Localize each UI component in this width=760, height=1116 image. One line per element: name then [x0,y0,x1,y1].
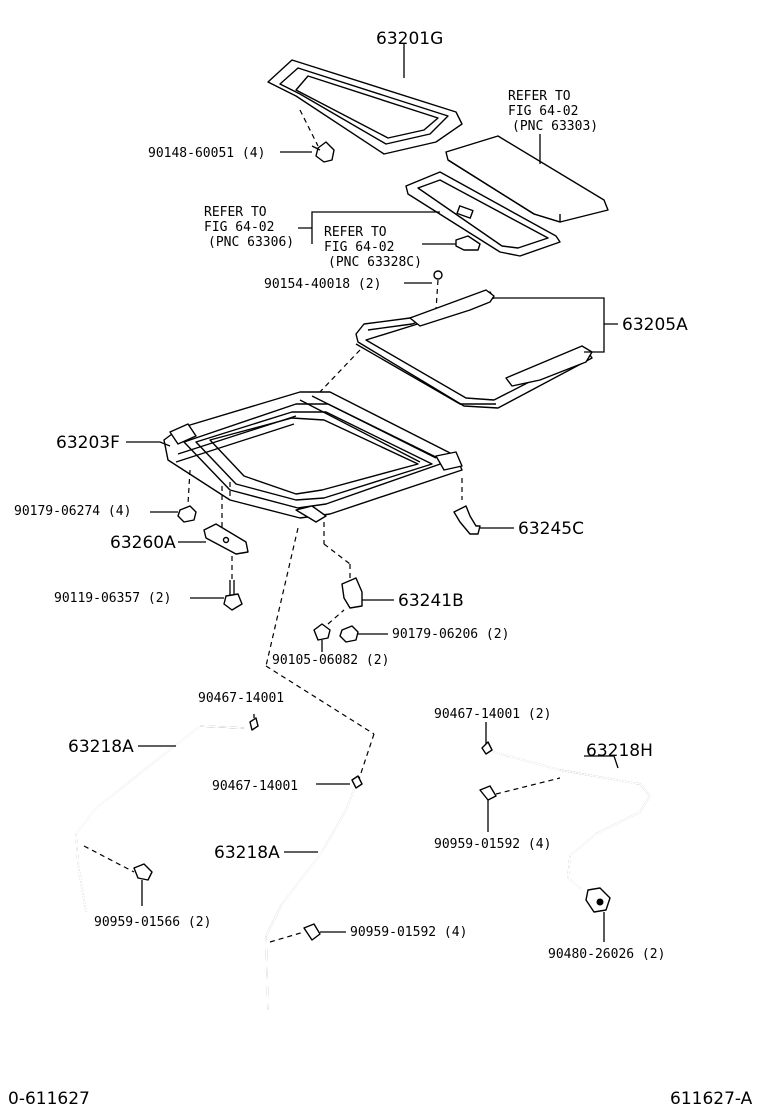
leader-rail [494,297,618,353]
leader-refer2 [298,211,440,244]
label-refer3-line3: (PNC 63328C) [328,255,422,270]
label-refer2-line2: FIG 64-02 [204,220,274,235]
sunshade-panel [445,135,609,223]
glass-panel [267,59,463,155]
small-clip-part [455,235,481,251]
label-refer2-line1: REFER TO [204,205,267,220]
nut-center-part [339,625,359,643]
label-clamp-top-left: 90467-14001 [198,691,284,706]
bracket-center-part [341,577,363,609]
rail-assembly [317,289,593,409]
hose-right-part [479,741,651,913]
bolt-center-part [313,609,345,641]
label-bracket-left: 63260A [110,533,176,553]
label-refer1-line1: REFER TO [508,89,571,104]
label-refer3-line1: REFER TO [324,225,387,240]
label-refer1-line2: FIG 64-02 [508,104,578,119]
label-clip-left: 90959-01566 (2) [94,915,211,930]
label-rail: 63205A [622,315,688,335]
label-housing: 63203F [56,433,120,453]
label-nut-center: 90179-06206 (2) [392,627,509,642]
label-bolt-bracket: 90119-06357 (2) [54,591,171,606]
label-bolt-center: 90105-06082 (2) [272,653,389,668]
nut-housing-part [177,505,197,523]
hose-mid-part [265,775,363,1011]
footer-left-code: 0-611627 [8,1089,90,1109]
footer-right-code: 611627-A [670,1089,753,1109]
leader-housing [126,441,171,447]
label-nut-housing: 90179-06274 (4) [14,504,131,519]
label-clip-right: 90959-01592 (4) [434,837,551,852]
label-refer1-line3: (PNC 63303) [512,119,598,134]
label-clamp-right: 90467-14001 (2) [434,707,551,722]
bracket-left-part [203,523,249,580]
label-glass: 63201G [376,29,443,49]
hose-left-part [75,717,259,913]
label-refer2-line3: (PNC 63306) [208,235,294,250]
deflector-frame [405,171,561,257]
label-clip-mid: 90959-01592 (4) [350,925,467,940]
label-refer3-line2: FIG 64-02 [324,240,394,255]
label-bracket-right: 63245C [518,519,584,539]
label-hose-mid: 63218A [214,843,280,863]
label-bracket-center: 63241B [398,591,464,611]
label-screw-glass: 90148-60051 (4) [148,146,265,161]
label-hose-left: 63218A [68,737,134,757]
label-grommet-right: 90480-26026 (2) [548,947,665,962]
label-screw-rail: 90154-40018 (2) [264,277,381,292]
screw-rail-part [433,270,443,311]
label-hose-right: 63218H [586,741,653,761]
screw-glass-part [299,109,335,163]
label-clamp-mid: 90467-14001 [212,779,298,794]
leader-hose-right [584,755,619,769]
bolt-bracket-part [223,580,243,611]
housing-frame [163,391,463,783]
bracket-right-part [453,505,481,535]
